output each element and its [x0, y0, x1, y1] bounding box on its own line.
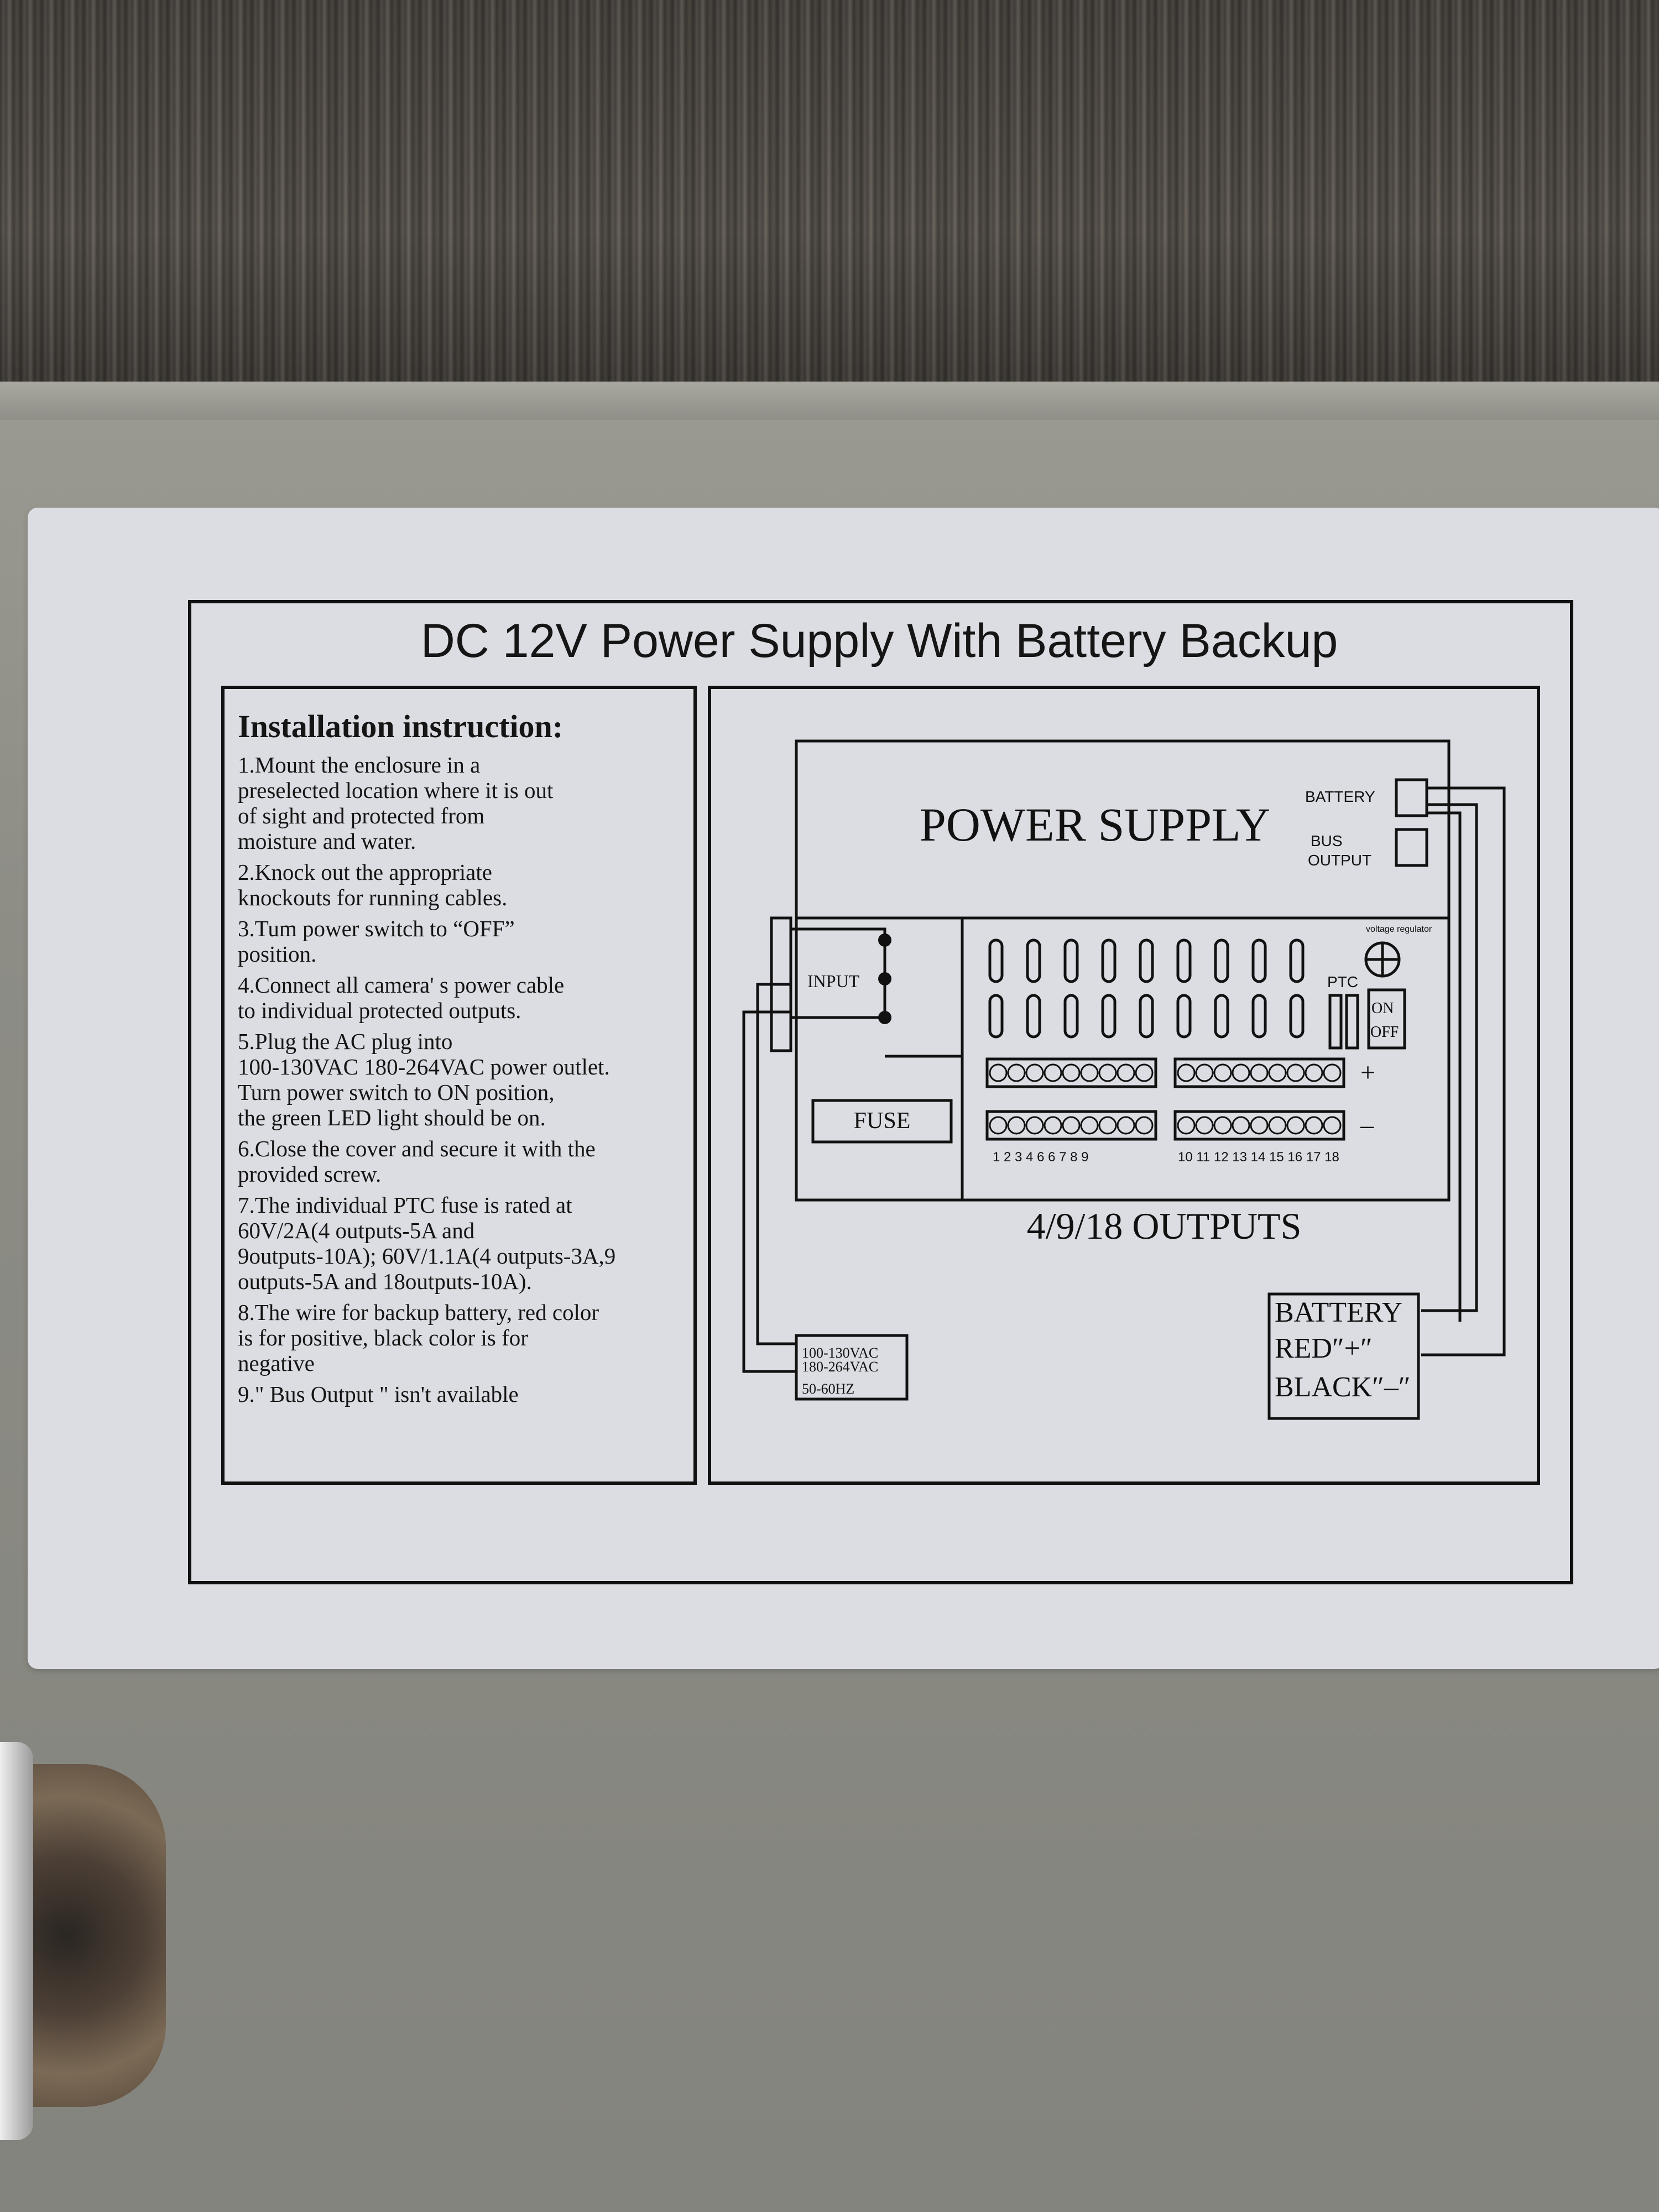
output-numbers-left: 1 2 3 4 6 6 7 8 9 — [993, 1150, 1088, 1165]
cable-gland-washer — [0, 1742, 33, 2140]
ac-source-box — [795, 1334, 909, 1401]
wiring-diagram: POWER SUPPLY BATTERY BUS OUTPUT INPUT FU… — [742, 739, 1506, 1420]
fuse-label: FUSE — [854, 1108, 911, 1134]
bus-output-label: OUTPUT — [1308, 852, 1371, 869]
battery-terminal — [1395, 778, 1428, 817]
instruction-step: 2.Knock out the appropriate knockouts fo… — [238, 859, 508, 910]
plus-terminal-sign: + — [1360, 1058, 1375, 1087]
ac-voltage-line1: 100-130VAC — [802, 1345, 878, 1361]
instructions-list: 1.Mount the enclosure in a preselected l… — [238, 752, 697, 1412]
outputs-caption: 4/9/18 OUTPUTS — [1027, 1205, 1302, 1247]
instruction-step: 4.Connect all camera' s power cable to i… — [238, 972, 565, 1023]
power-supply-label: POWER SUPPLY — [920, 798, 1270, 851]
ac-voltage-line2: 180-264VAC — [802, 1359, 878, 1375]
output-numbers-right: 10 11 12 13 14 15 16 17 18 — [1178, 1150, 1339, 1165]
enclosure-edge — [0, 382, 1659, 420]
wiring-diagram-box — [708, 686, 1540, 1485]
instruction-step: 1.Mount the enclosure in a preselected l… — [238, 752, 554, 854]
instruction-step: 9." Bus Output " isn't available — [238, 1381, 519, 1407]
instruction-step: 6.Close the cover and secure it with the… — [238, 1136, 596, 1187]
terminal-strip-plus-right — [1173, 1057, 1345, 1088]
bus-terminal — [1395, 828, 1428, 867]
label-outer-frame — [188, 600, 1573, 1584]
ptc-fuse-array — [988, 938, 1305, 1039]
terminal-strip-minus-right — [1173, 1110, 1345, 1141]
battery-box-title: BATTERY — [1275, 1297, 1402, 1328]
input-plug — [770, 916, 792, 1052]
battery-terminal-label: BATTERY — [1305, 788, 1375, 805]
wood-wall-background — [0, 0, 1659, 387]
instruction-step: 3.Tum power switch to “OFF” position. — [238, 916, 515, 967]
wood-shadow — [0, 0, 1659, 387]
instruction-step: 8.The wire for backup battery, red color… — [238, 1300, 599, 1376]
minus-terminal-sign: – — [1360, 1110, 1374, 1140]
instructions-box — [221, 686, 697, 1485]
fuse-box — [811, 1099, 953, 1144]
ac-frequency: 50-60HZ — [802, 1381, 854, 1397]
instruction-step: 5.Plug the AC plug into 100-130VAC 180-2… — [238, 1029, 610, 1130]
bus-label: BUS — [1311, 832, 1343, 849]
instructions-heading: Installation instruction: — [238, 708, 564, 744]
terminal-strip-plus-left — [985, 1057, 1157, 1088]
instruction-label-sticker — [28, 508, 1659, 1669]
terminal-strip-minus-left — [985, 1110, 1157, 1141]
battery-red-label: RED″+″ — [1275, 1333, 1373, 1364]
switch-on-label: ON — [1371, 1000, 1394, 1017]
switch-off-label: OFF — [1370, 1024, 1399, 1041]
board-outline — [961, 916, 1451, 1202]
input-label: INPUT — [807, 971, 860, 991]
battery-box — [1267, 1292, 1420, 1420]
terminal-screws — [989, 1063, 1342, 1135]
power-switch — [1367, 988, 1406, 1050]
voltage-regulator-label: voltage regulator — [1366, 925, 1432, 934]
ptc-label: PTC — [1327, 973, 1358, 990]
label-title: DC 12V Power Supply With Battery Backup — [420, 614, 1338, 667]
instruction-step: 7.The individual PTC fuse is rated at 60… — [238, 1192, 616, 1294]
battery-black-label: BLACK″–″ — [1275, 1371, 1411, 1403]
